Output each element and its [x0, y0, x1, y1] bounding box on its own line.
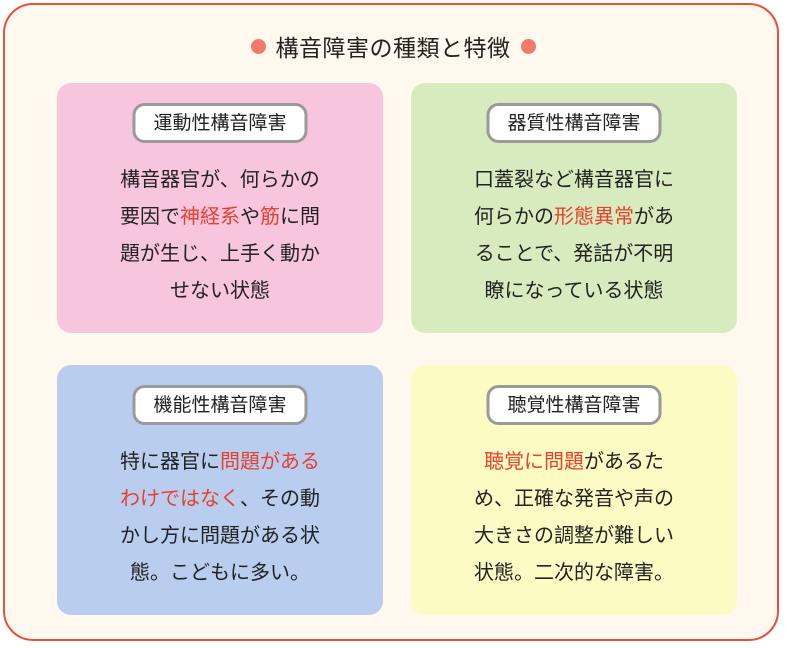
card-label: 運動性構音障害 — [132, 103, 308, 143]
text-segment: や — [240, 204, 260, 228]
text-segment: 大きさの調整が難しい — [474, 523, 674, 547]
text-segment: に問 — [280, 204, 320, 228]
card-line: 何らかの形態異常があ — [411, 198, 737, 235]
card-line: わけではなく、その動 — [57, 480, 383, 517]
highlight-text: 神経系 — [180, 204, 240, 228]
text-segment: 何らかの — [474, 204, 554, 228]
card-line: 要因で神経系や筋に問 — [57, 198, 383, 235]
card-motor-dysarthria: 運動性構音障害 構音器官が、何らかの 要因で神経系や筋に問 題が生じ、上手く動か… — [57, 83, 383, 333]
card-line: ることで、発話が不明 — [411, 235, 737, 272]
text-segment: かし方に問題がある状 — [120, 523, 320, 547]
card-line: 状態。二次的な障害。 — [411, 554, 737, 591]
card-line: め、正確な発音や声の — [411, 480, 737, 517]
card-label: 聴覚性構音障害 — [486, 385, 662, 425]
card-description: 構音器官が、何らかの 要因で神経系や筋に問 題が生じ、上手く動か せない状態 — [57, 161, 383, 309]
highlight-text: 筋 — [260, 204, 280, 228]
text-segment: があるた — [584, 449, 664, 473]
card-label: 器質性構音障害 — [486, 103, 662, 143]
text-segment: 状態。二次的な障害。 — [474, 560, 674, 584]
card-line: 大きさの調整が難しい — [411, 517, 737, 554]
card-line: 態。こどもに多い。 — [57, 554, 383, 591]
highlight-text: 形態異常 — [554, 204, 634, 228]
card-line: せない状態 — [57, 272, 383, 309]
highlight-text: 問題がある — [220, 449, 320, 473]
card-line: かし方に問題がある状 — [57, 517, 383, 554]
text-segment: 態。こどもに多い。 — [130, 560, 310, 584]
text-segment: 、その動 — [240, 486, 320, 510]
card-line: 瞭になっている状態 — [411, 272, 737, 309]
card-line: 特に器官に問題がある — [57, 443, 383, 480]
card-description: 聴覚に問題があるた め、正確な発音や声の 大きさの調整が難しい 状態。二次的な障… — [411, 443, 737, 591]
text-segment: ることで、発話が不明 — [474, 241, 674, 265]
text-segment: があ — [634, 204, 674, 228]
text-segment: 口蓋裂など構音器官に — [474, 167, 674, 191]
card-description: 口蓋裂など構音器官に 何らかの形態異常があ ることで、発話が不明 瞭になっている… — [411, 161, 737, 309]
text-segment: め、正確な発音や声の — [474, 486, 674, 510]
card-line: 口蓋裂など構音器官に — [411, 161, 737, 198]
highlight-text: わけではなく — [120, 486, 240, 510]
title-dot-left-icon — [250, 38, 266, 54]
card-line: 聴覚に問題があるた — [411, 443, 737, 480]
text-segment: せない状態 — [170, 278, 270, 302]
text-segment: 構音器官が、何らかの — [120, 167, 320, 191]
title-row: 構音障害の種類と特徴 — [0, 28, 786, 64]
diagram-title: 構音障害の種類と特徴 — [275, 36, 511, 62]
text-segment: 題が生じ、上手く動か — [120, 241, 320, 265]
text-segment: 要因で — [120, 204, 180, 228]
card-line: 題が生じ、上手く動か — [57, 235, 383, 272]
card-auditory-dysarthria: 聴覚性構音障害 聴覚に問題があるた め、正確な発音や声の 大きさの調整が難しい … — [411, 365, 737, 615]
card-description: 特に器官に問題がある わけではなく、その動 かし方に問題がある状 態。こどもに多… — [57, 443, 383, 591]
title-dot-right-icon — [520, 38, 536, 54]
card-organic-dysarthria: 器質性構音障害 口蓋裂など構音器官に 何らかの形態異常があ ることで、発話が不明… — [411, 83, 737, 333]
card-functional-dysarthria: 機能性構音障害 特に器官に問題がある わけではなく、その動 かし方に問題がある状… — [57, 365, 383, 615]
card-label: 機能性構音障害 — [132, 385, 308, 425]
card-line: 構音器官が、何らかの — [57, 161, 383, 198]
text-segment: 特に器官に — [120, 449, 220, 473]
text-segment: 瞭になっている状態 — [484, 278, 664, 302]
highlight-text: 聴覚に問題 — [484, 449, 584, 473]
